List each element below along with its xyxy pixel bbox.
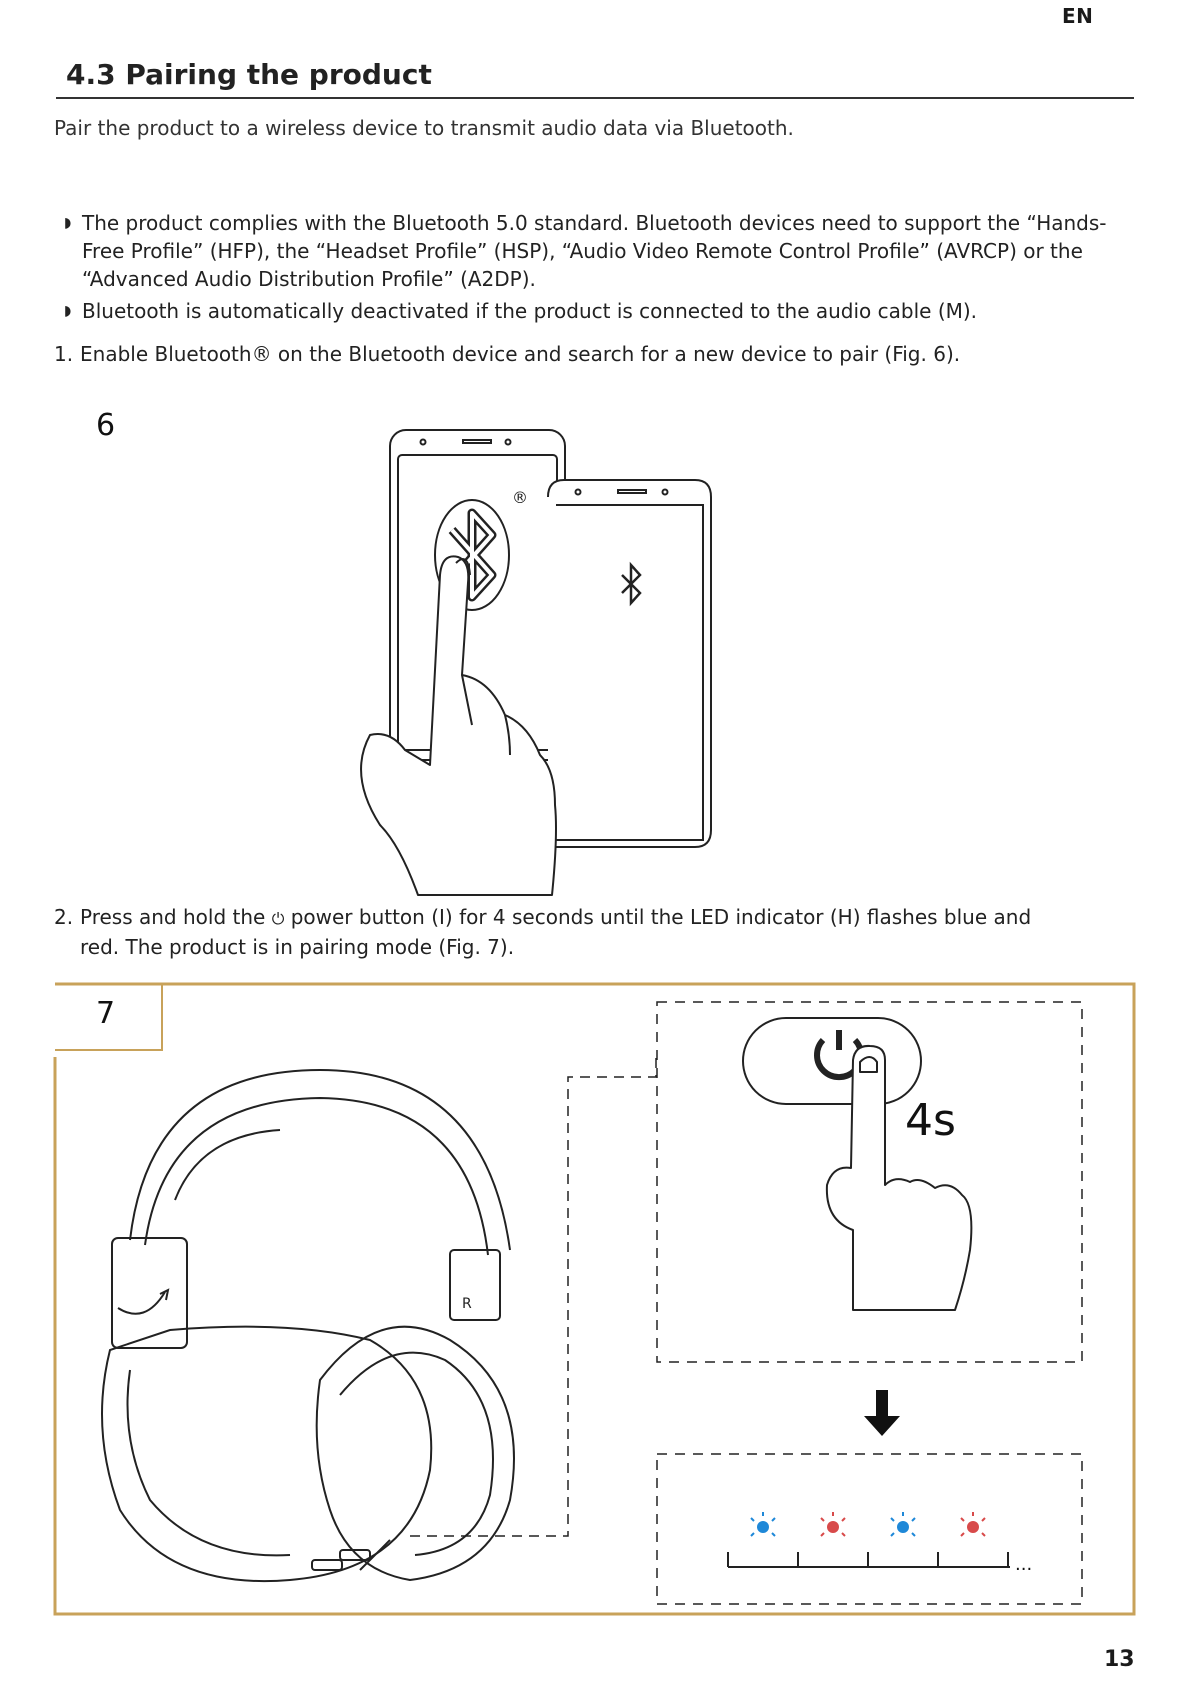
continuation-ellipsis: ... <box>1015 1554 1032 1575</box>
intro-paragraph: Pair the product to a wireless device to… <box>54 116 794 140</box>
page-number: 13 <box>1104 1647 1135 1672</box>
step-text-line2: red. The product is in pairing mode (Fig… <box>80 935 515 959</box>
step-number: 2. <box>54 905 74 929</box>
connector-line <box>410 1055 657 1537</box>
section-title: 4.3 Pairing the product <box>66 58 432 91</box>
title-rule <box>56 97 1134 99</box>
step-text: power button (I) for 4 seconds until the… <box>290 905 1032 929</box>
bullet-icon: ◗ <box>64 303 72 319</box>
note-text: Bluetooth is automatically deactivated i… <box>82 299 978 323</box>
step-1: 1.Enable Bluetooth® on the Bluetooth dev… <box>54 340 1144 368</box>
notes-list: ◗ The product complies with the Bluetoot… <box>64 209 1144 329</box>
step-text: Press and hold the <box>80 905 266 929</box>
step-2: 2.Press and hold the ⏻ power button (I) … <box>54 903 1144 961</box>
phone-right <box>547 479 712 848</box>
led-red-icon <box>820 1512 846 1537</box>
power-icon: ⏻ <box>271 909 285 928</box>
power-press-inset: 4s <box>656 1001 1083 1363</box>
note-text: The product complies with the Bluetooth … <box>82 211 1107 291</box>
headphones-illustration: R <box>101 1068 515 1583</box>
pressing-hand-illustration <box>825 1044 973 1311</box>
led-blue-icon <box>890 1512 916 1537</box>
hand-illustration <box>360 555 557 896</box>
figure-6-label: 6 <box>96 408 116 443</box>
note-item: ◗ The product complies with the Bluetoot… <box>64 209 1144 293</box>
hold-time-label: 4s <box>905 1095 956 1146</box>
note-item: ◗ Bluetooth is automatically deactivated… <box>64 297 1144 325</box>
step-number: 1. <box>54 342 74 366</box>
step-text: Enable Bluetooth® on the Bluetooth devic… <box>80 342 961 366</box>
side-mark: R <box>462 1296 472 1312</box>
led-sequence-inset: ... <box>656 1453 1083 1605</box>
figure-7-frame <box>53 982 1136 1616</box>
language-code: EN <box>1062 4 1094 28</box>
timeline <box>727 1552 1010 1568</box>
bullet-icon: ◗ <box>64 215 72 231</box>
led-blue-icon <box>750 1512 776 1537</box>
led-red-icon <box>960 1512 986 1537</box>
bluetooth-small-icon <box>621 561 642 607</box>
registered-mark: ® <box>512 488 528 507</box>
figure-6-illustration: ® <box>360 429 712 896</box>
arrow-down-icon <box>864 1390 900 1436</box>
power-button <box>742 1017 922 1105</box>
figure-7-label: 7 <box>96 996 116 1031</box>
